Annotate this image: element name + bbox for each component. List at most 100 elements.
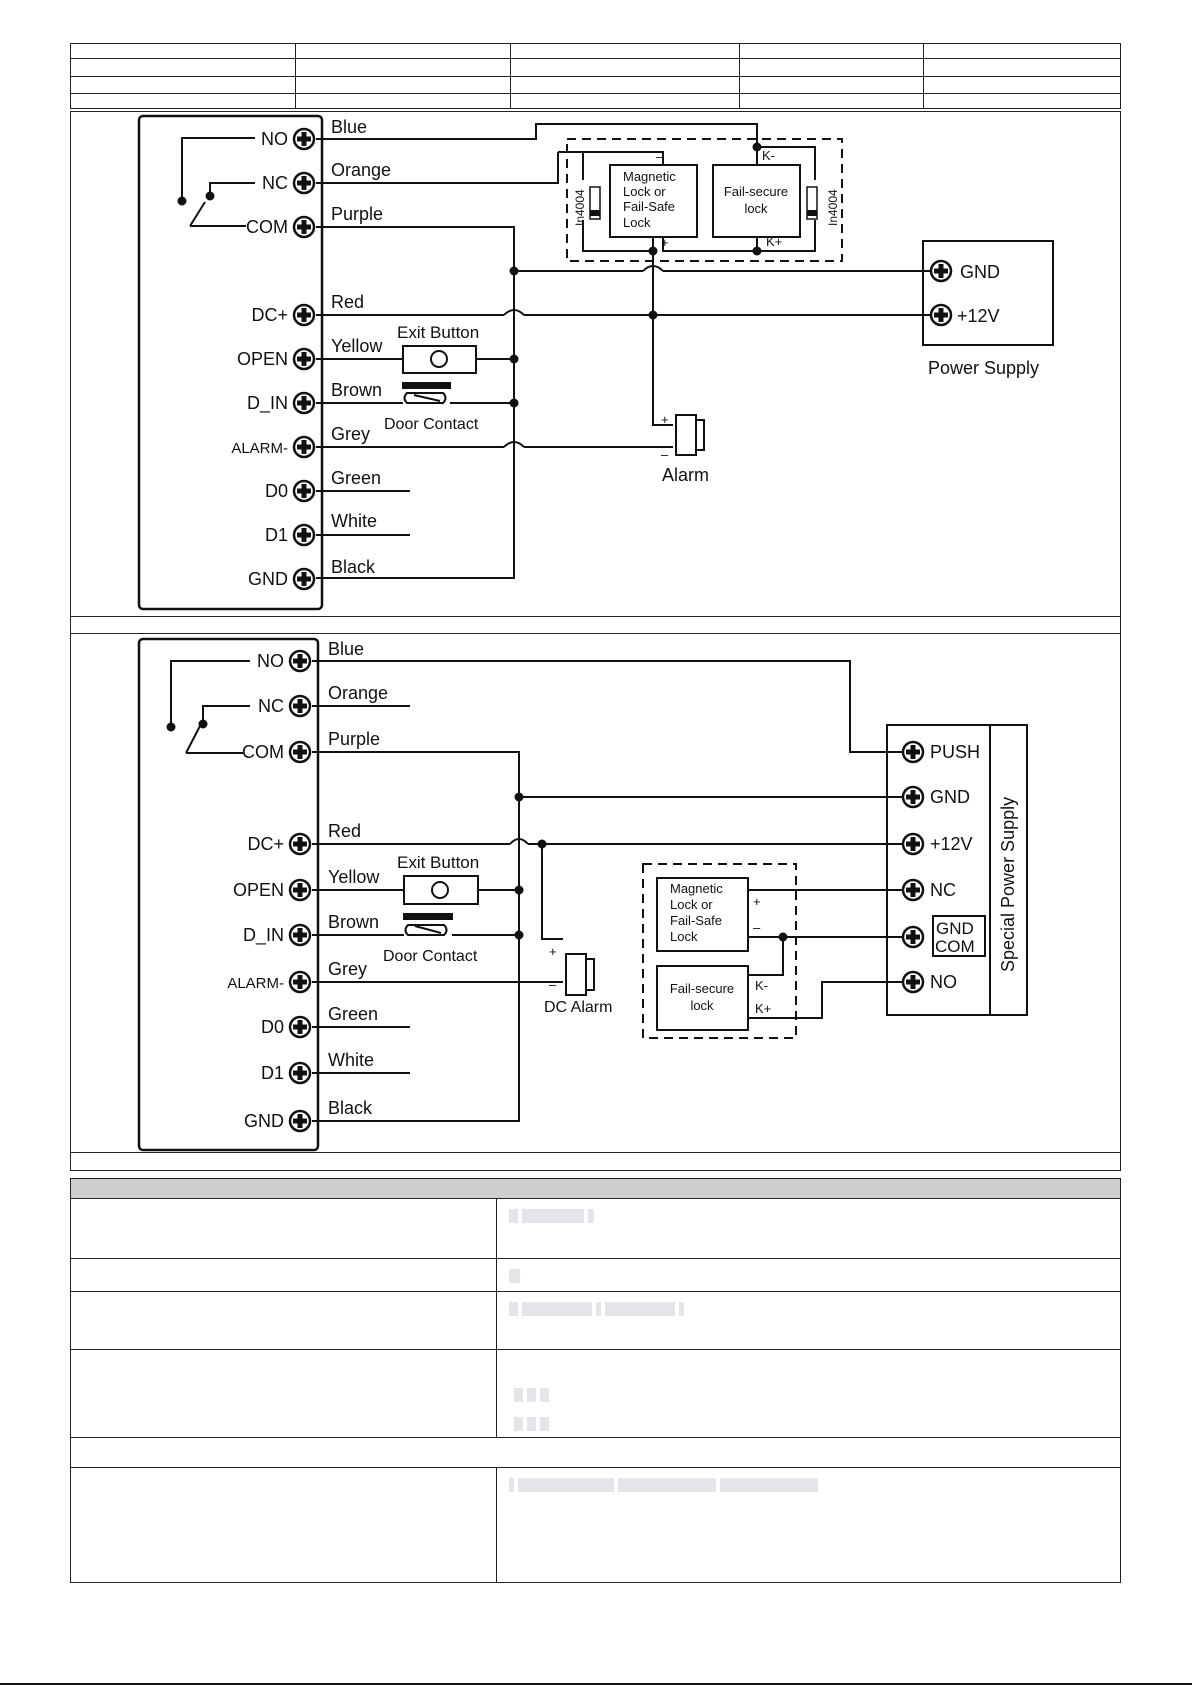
wire2-label-grey: Grey: [328, 959, 367, 979]
failsecure-line-2: lock: [744, 201, 768, 216]
term-label-alarm-minus: ALARM-: [231, 440, 288, 457]
spec-row-3: [70, 1291, 497, 1350]
diode-label-right: In4004: [826, 189, 840, 226]
wiring-diagram-special-power: NO NC COM DC+ OPEN D_IN ALARM- D0 D1 GND…: [137, 637, 1028, 1152]
wire-label-white: White: [331, 511, 377, 531]
wire-label-yellow: Yellow: [331, 336, 383, 356]
failsecure2-line-2: lock: [690, 998, 714, 1013]
maglock2-line-3: Fail-Safe: [670, 913, 722, 928]
failsecure2-k-plus: K+: [755, 1001, 771, 1016]
term2-label-nc: NC: [258, 696, 284, 716]
wire-label-blue: Blue: [331, 117, 367, 137]
wire2-label-black: Black: [328, 1098, 373, 1118]
wire-label-black: Black: [331, 557, 376, 577]
caption-row-bottom: [70, 1152, 1121, 1171]
maglock2-line-2: Lock or: [670, 897, 713, 912]
wire-label-purple: Purple: [331, 204, 383, 224]
dc-alarm-plus: +: [549, 944, 557, 959]
maglock-line-2: Lock or: [623, 184, 666, 199]
term-label-com: COM: [246, 217, 288, 237]
page-bottom-rule: [0, 1683, 1192, 1685]
maglock2-line-1: Magnetic: [670, 881, 723, 896]
term-label-no: NO: [261, 129, 288, 149]
wire-label-orange: Orange: [331, 160, 391, 180]
diode-label-left: In4004: [573, 189, 587, 226]
spec-row-2-value: [496, 1258, 1121, 1292]
lock-minus-label: –: [656, 149, 664, 164]
alarm-minus-label: –: [661, 447, 669, 462]
spec-table-header: [70, 1178, 1121, 1199]
term-label-dc-plus: DC+: [251, 305, 288, 325]
wire-label-green: Green: [331, 468, 381, 488]
spec-row-5-value: [496, 1467, 1121, 1583]
exit-button-label: Exit Button: [397, 323, 479, 342]
k-minus-label: K-: [762, 148, 775, 163]
psu2-gnd: GND: [930, 787, 970, 807]
spec-row-1-value: [496, 1198, 1121, 1259]
alarm-plus-label: +: [661, 412, 669, 427]
term2-label-com: COM: [242, 742, 284, 762]
maglock2-plus: +: [753, 894, 761, 909]
psu2-gnd-com-top: GND: [936, 919, 974, 938]
dc-alarm-minus: –: [549, 977, 557, 992]
failsecure2-k-minus: K-: [755, 978, 768, 993]
term2-label-d-in: D_IN: [243, 925, 284, 946]
alarm-label: Alarm: [662, 465, 709, 485]
maglock-line-4: Lock: [623, 215, 651, 230]
term2-label-d1: D1: [261, 1063, 284, 1083]
term-label-d0: D0: [265, 481, 288, 501]
k-plus-label: K+: [766, 234, 782, 249]
spec-section-row: [70, 1437, 1121, 1468]
spec-row-5: [70, 1467, 497, 1583]
wire-label-grey: Grey: [331, 424, 370, 444]
term-label-d-in: D_IN: [247, 393, 288, 414]
psu2-12v: +12V: [930, 834, 973, 854]
wire2-label-white: White: [328, 1050, 374, 1070]
spec-row-4-value: [496, 1349, 1121, 1438]
maglock2-line-4: Lock: [670, 929, 698, 944]
maglock-line-3: Fail-Safe: [623, 199, 675, 214]
wire-label-red: Red: [331, 292, 364, 312]
term2-label-d0: D0: [261, 1017, 284, 1037]
wire2-label-yellow: Yellow: [328, 867, 380, 887]
wiring-diagram-standard-power: NO NC COM DC+ OPEN D_IN ALARM- D0 D1 GND…: [137, 114, 1054, 611]
spec-row-3-value: [496, 1291, 1121, 1350]
term-label-nc: NC: [262, 173, 288, 193]
term-label-open: OPEN: [237, 349, 288, 369]
spec-row-2: [70, 1258, 497, 1292]
term2-label-alarm-minus: ALARM-: [227, 975, 284, 992]
term2-label-open: OPEN: [233, 880, 284, 900]
lock-plus-label: +: [661, 235, 669, 250]
wire2-label-red: Red: [328, 821, 361, 841]
term2-label-no: NO: [257, 651, 284, 671]
door-contact2-label: Door Contact: [383, 948, 478, 965]
wire2-label-purple: Purple: [328, 729, 380, 749]
wire2-label-orange: Orange: [328, 683, 388, 703]
power-supply-label: Power Supply: [928, 358, 1039, 378]
term-label-gnd: GND: [248, 569, 288, 589]
psu-12v-label: +12V: [957, 306, 1000, 326]
dc-alarm-label: DC Alarm: [544, 999, 612, 1016]
psu-gnd-label: GND: [960, 262, 1000, 282]
wire-label-brown: Brown: [331, 380, 382, 400]
failsecure-line-1: Fail-secure: [724, 184, 788, 199]
spec-row-4: [70, 1349, 497, 1438]
door-contact-label: Door Contact: [384, 416, 479, 433]
psu2-nc: NC: [930, 880, 956, 900]
exit-button2-label: Exit Button: [397, 853, 479, 872]
term2-label-gnd: GND: [244, 1111, 284, 1131]
psu2-no: NO: [930, 972, 957, 992]
failsecure2-line-1: Fail-secure: [670, 981, 734, 996]
psu2-gnd-com-bottom: COM: [935, 937, 975, 956]
maglock2-minus: –: [753, 920, 761, 935]
spec-row-1: [70, 1198, 497, 1259]
term2-label-dc-plus: DC+: [247, 834, 284, 854]
wire2-label-green: Green: [328, 1004, 378, 1024]
psu2-push: PUSH: [930, 742, 980, 762]
special-power-supply-label: Special Power Supply: [998, 797, 1018, 972]
maglock-line-1: Magnetic: [623, 169, 676, 184]
wire2-label-brown: Brown: [328, 912, 379, 932]
term-label-d1: D1: [265, 525, 288, 545]
header-table: [70, 42, 1121, 109]
wire2-label-blue: Blue: [328, 639, 364, 659]
